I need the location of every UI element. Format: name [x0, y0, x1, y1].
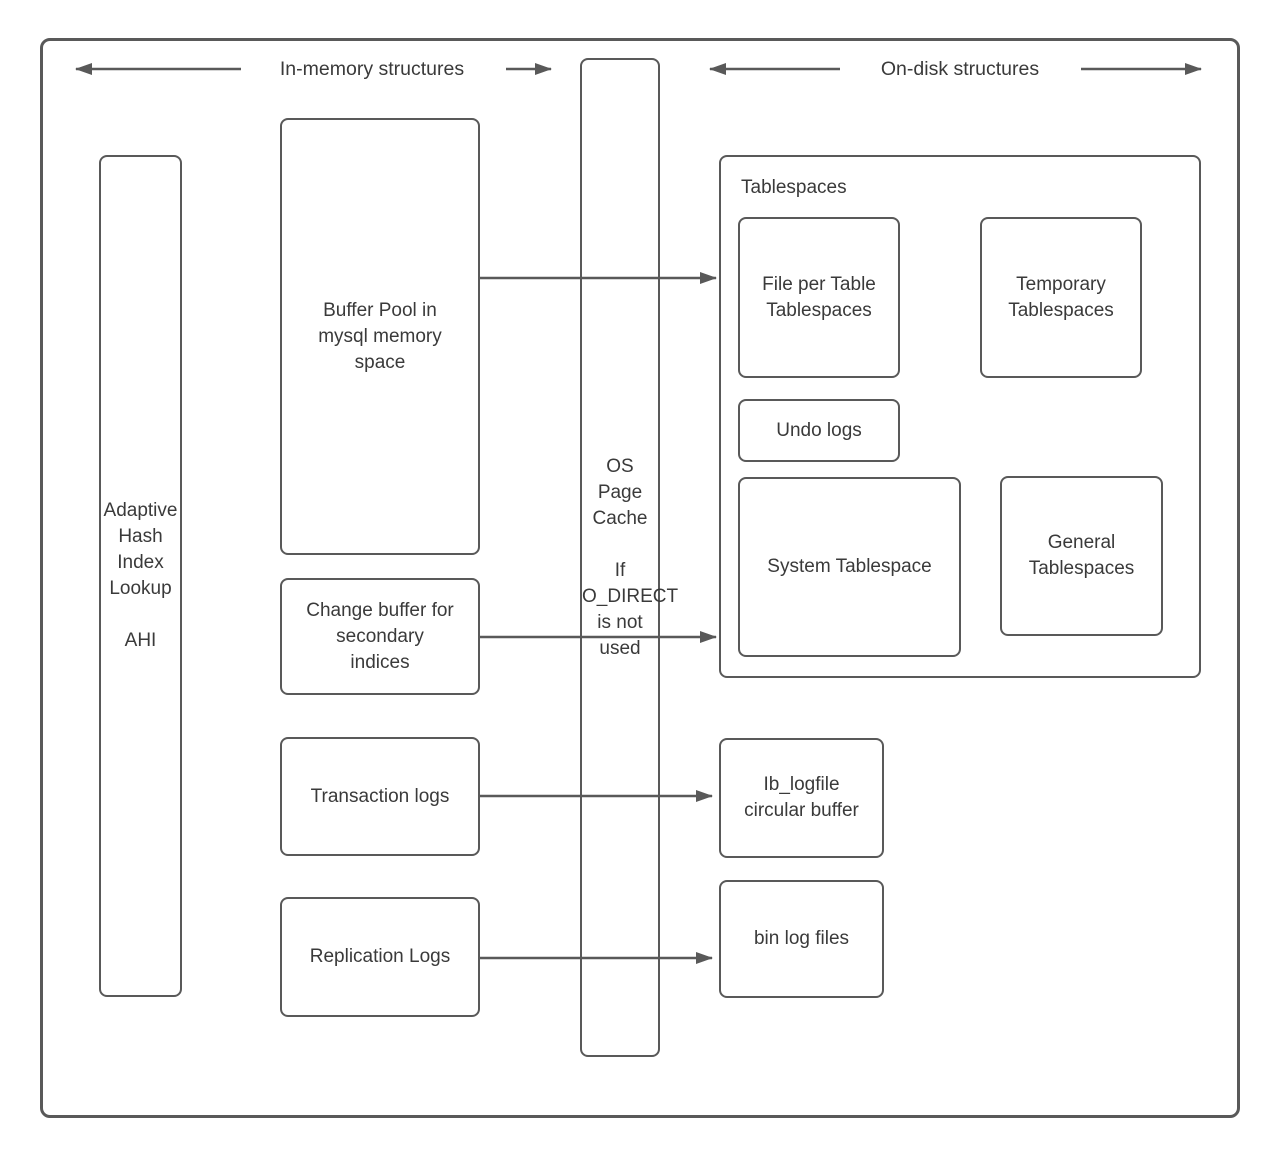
bin-log-files-label: bin log files	[753, 928, 850, 949]
replication-logs-label: Replication Logs	[309, 946, 451, 967]
adaptive-hash-index-box: Adaptive Hash Index Lookup AHI	[99, 155, 182, 997]
buffer-pool-label: Buffer Pool in mysql memory space	[318, 299, 442, 373]
system-tablespace-box: System Tablespace	[738, 477, 961, 657]
undo-logs-label: Undo logs	[776, 419, 862, 441]
general-tablespaces-label: General Tablespaces	[1028, 532, 1135, 579]
change-buffer-label: Change buffer for secondary indices	[306, 599, 454, 673]
os-page-cache-box: OS Page Cache If O_DIRECT is not used	[580, 58, 679, 1057]
tablespaces-group-label: Tablespaces	[741, 177, 847, 198]
transaction-logs-label: Transaction logs	[310, 785, 450, 807]
replication-logs-box: Replication Logs	[280, 897, 480, 1017]
system-tablespace-label: System Tablespace	[767, 556, 932, 577]
general-tablespaces-box: General Tablespaces	[1000, 476, 1163, 636]
os-page-cache-label: OS Page Cache If O_DIRECT is not used	[582, 455, 679, 659]
transaction-logs-box: Transaction logs	[280, 737, 480, 856]
temporary-tablespaces-box: Temporary Tablespaces	[980, 217, 1142, 378]
outer-frame	[40, 38, 1240, 1118]
ib-logfile-label: Ib_logfile circular buffer	[744, 774, 859, 821]
file-per-table-tablespaces-box: File per Table Tablespaces	[738, 217, 900, 378]
buffer-pool-box: Buffer Pool in mysql memory space	[280, 118, 480, 555]
change-buffer-box: Change buffer for secondary indices	[280, 578, 480, 695]
temporary-tablespaces-label: Temporary Tablespaces	[1008, 273, 1114, 321]
in-memory-header-label: In-memory structures	[279, 58, 465, 80]
bin-log-files-box: bin log files	[719, 880, 884, 998]
adaptive-hash-index-label: Adaptive Hash Index Lookup AHI	[103, 500, 178, 651]
undo-logs-box: Undo logs	[738, 399, 900, 462]
on-disk-header-label: On-disk structures	[880, 58, 1040, 80]
ib-logfile-box: Ib_logfile circular buffer	[719, 738, 884, 858]
file-per-table-tablespaces-label: File per Table Tablespaces	[762, 273, 876, 321]
tablespaces-group: Tablespaces File per Table Tablespaces T…	[719, 155, 1201, 678]
